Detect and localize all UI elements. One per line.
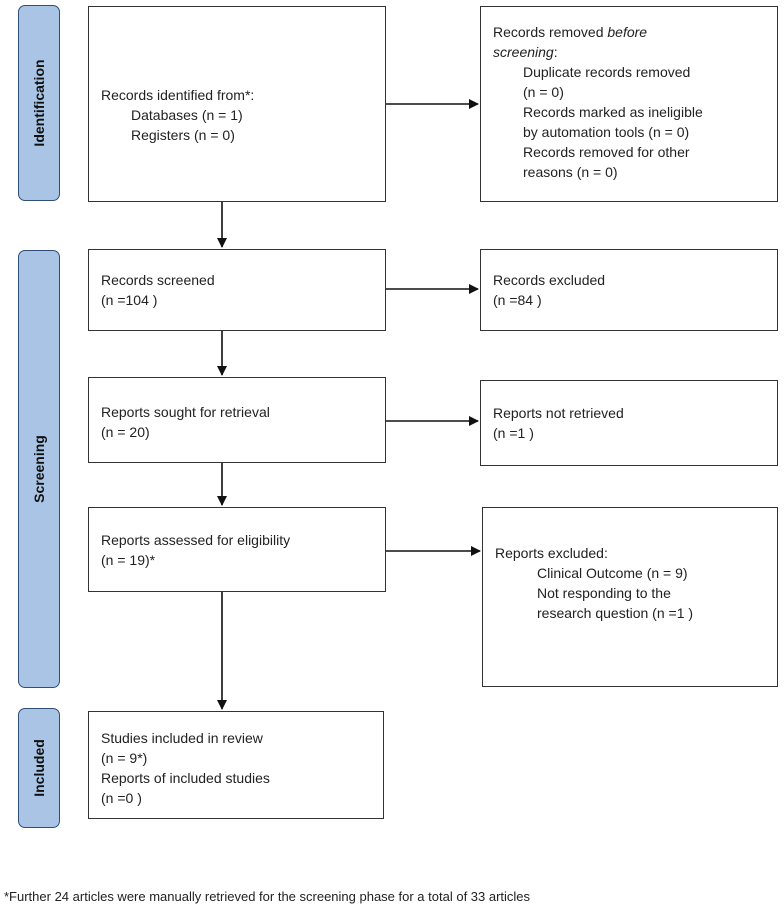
- included-reports-count: (n =0 ): [101, 790, 142, 806]
- records-identified-title: Records identified from*:: [101, 87, 255, 103]
- duplicate-records-label: Duplicate records removed: [523, 64, 691, 80]
- ineligible-records-label: Records marked as ineligible: [523, 104, 703, 120]
- included-reports-label: Reports of included studies: [101, 770, 270, 786]
- records-screened-box: Records screened (n =104 ): [88, 249, 386, 331]
- studies-included-box: Studies included in review (n = 9*) Repo…: [88, 711, 384, 819]
- reports-assessed-box: Reports assessed for eligibility (n = 19…: [88, 507, 386, 592]
- other-removed-count: reasons (n = 0): [523, 164, 618, 180]
- stage-screening: Screening: [18, 250, 60, 688]
- records-removed-title: Records removed before: [493, 24, 648, 40]
- records-identified-databases: Databases (n = 1): [131, 107, 243, 123]
- reports-not-retrieved-count: (n =1 ): [493, 425, 534, 441]
- reports-excluded-box: Reports excluded: Clinical Outcome (n = …: [482, 507, 778, 687]
- records-identified-box: Records identified from*: Databases (n =…: [88, 6, 386, 202]
- reports-not-retrieved-label: Reports not retrieved: [493, 405, 624, 421]
- records-identified-registers: Registers (n = 0): [131, 127, 235, 143]
- records-removed-title-cont: screening:: [493, 44, 558, 60]
- records-screened-label: Records screened: [101, 272, 215, 288]
- reports-assessed-label: Reports assessed for eligibility: [101, 532, 291, 548]
- not-responding-reason: Not responding to the: [537, 585, 671, 601]
- reports-sought-label: Reports sought for retrieval: [101, 404, 270, 420]
- records-removed-box: Records removed before screening: Duplic…: [480, 6, 778, 202]
- not-responding-reason-cont: research question (n =1 ): [537, 605, 694, 621]
- records-excluded-count: (n =84 ): [493, 292, 542, 308]
- reports-excluded-title: Reports excluded:: [495, 545, 608, 561]
- reports-sought-count: (n = 20): [101, 424, 150, 440]
- studies-included-count: (n = 9*): [101, 750, 148, 766]
- other-removed-label: Records removed for other: [523, 144, 690, 160]
- reports-not-retrieved-box: Reports not retrieved (n =1 ): [480, 380, 778, 466]
- footnote: *Further 24 articles were manually retri…: [4, 889, 531, 904]
- records-excluded-box: Records excluded (n =84 ): [480, 249, 778, 331]
- ineligible-records-count: by automation tools (n = 0): [523, 124, 690, 140]
- reports-sought-box: Reports sought for retrieval (n = 20): [88, 377, 386, 463]
- clinical-outcome-reason: Clinical Outcome (n = 9): [537, 565, 688, 581]
- studies-included-label: Studies included in review: [101, 730, 263, 746]
- records-screened-count: (n =104 ): [101, 292, 158, 308]
- duplicate-records-count: (n = 0): [523, 84, 564, 100]
- stage-identification: Identification: [18, 5, 60, 201]
- reports-assessed-count: (n = 19)*: [101, 552, 156, 568]
- stage-included: Included: [18, 708, 60, 828]
- records-excluded-label: Records excluded: [493, 272, 606, 288]
